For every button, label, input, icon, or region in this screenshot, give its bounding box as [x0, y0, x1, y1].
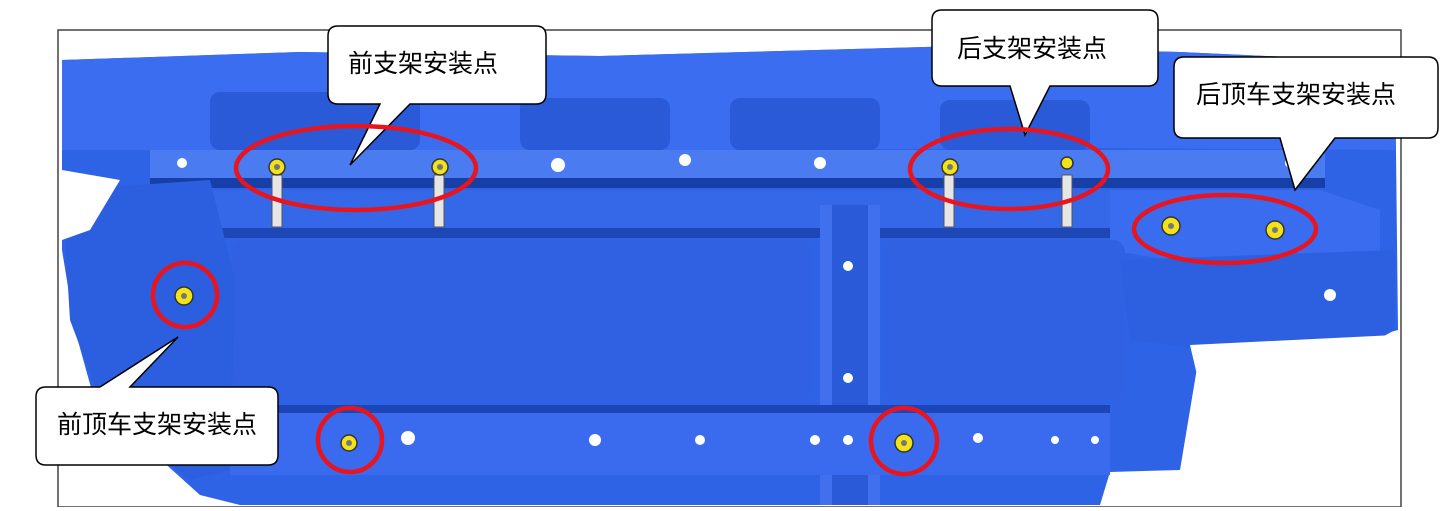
mount-point-icon [894, 433, 914, 453]
callout-rear-roof-bracket [1173, 56, 1439, 192]
ring-front-roof-left [150, 260, 220, 330]
mount-point-icon [268, 158, 286, 176]
mount-point-icon [941, 158, 959, 176]
ring-rear-roof-bracket [1131, 192, 1319, 266]
ring-front-bracket [233, 123, 479, 213]
callout-front-bracket [327, 25, 547, 166]
mount-point-icon [340, 434, 358, 452]
label-rear-roof-bracket: 后顶车支架安装点 [1196, 80, 1397, 109]
label-front-bracket: 前支架安装点 [348, 49, 499, 78]
mount-point-icon [1265, 220, 1285, 240]
label-rear-bracket: 后支架安装点 [957, 34, 1108, 63]
ring-rear-roof-bottom [868, 405, 940, 477]
ring-rear-bracket [907, 126, 1111, 212]
ring-front-roof-bottom [315, 405, 385, 475]
mount-points [174, 156, 1285, 453]
mount-point-icon [174, 286, 194, 306]
mount-point-icon [1161, 216, 1181, 236]
mount-point-icon [431, 158, 449, 176]
mount-point-icon [1060, 156, 1074, 170]
highlight-rings [150, 123, 1319, 477]
callout-front-roof-bracket [35, 336, 279, 466]
callout-rear-bracket [931, 9, 1159, 137]
label-front-roof-bracket: 前顶车支架安装点 [57, 410, 258, 439]
